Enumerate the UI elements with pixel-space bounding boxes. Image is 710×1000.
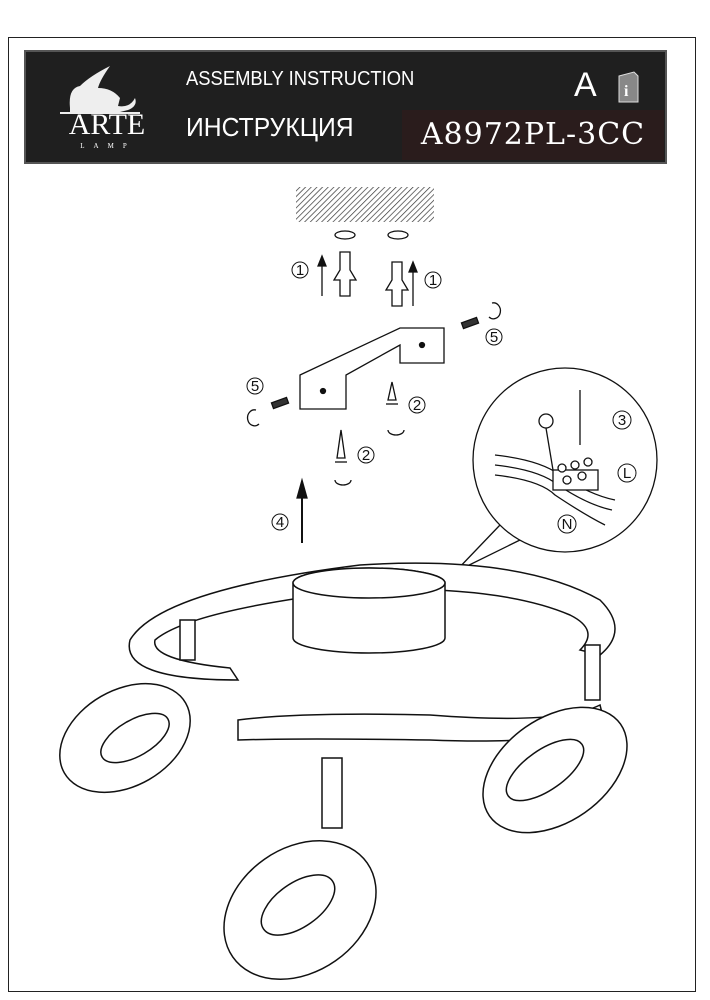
screw-icon [270, 316, 480, 463]
live-wire-label: L [623, 465, 631, 482]
step-2-label: 2 [362, 447, 370, 464]
step-5-label: 5 [251, 378, 259, 395]
step-2-label: 2 [413, 397, 421, 414]
wall-plug-icon [332, 251, 410, 307]
step-3-label: 3 [618, 412, 626, 429]
wiring-detail-callout [454, 367, 658, 573]
step-1-label: 1 [296, 262, 304, 279]
neutral-wire-label: N [562, 516, 573, 533]
page-border [8, 37, 696, 992]
arrow-up-icon [296, 254, 418, 543]
step-5-label: 5 [490, 329, 498, 346]
language-mark: A [574, 66, 597, 104]
title-russian: ИНСТРУКЦИЯ [186, 112, 354, 142]
header-banner: ARTE LAMP ASSEMBLY INSTRUCTION ИНСТРУКЦИ… [24, 50, 667, 164]
model-number: A8972PL-3CC [402, 110, 664, 160]
step-1-label: 1 [429, 272, 437, 289]
title-english: ASSEMBLY INSTRUCTION [186, 68, 415, 90]
brand-name: ARTE [68, 108, 146, 141]
svg-text:i: i [624, 83, 629, 100]
lamp-body [59, 562, 628, 980]
ceiling [296, 187, 434, 222]
winged-lion-logo [60, 66, 140, 114]
step-4-label: 4 [276, 514, 284, 531]
brand-subtitle: LAMP [80, 142, 136, 150]
mounting-bracket [299, 327, 445, 410]
info-book-icon: i [618, 71, 639, 103]
washer-icon [246, 302, 502, 486]
